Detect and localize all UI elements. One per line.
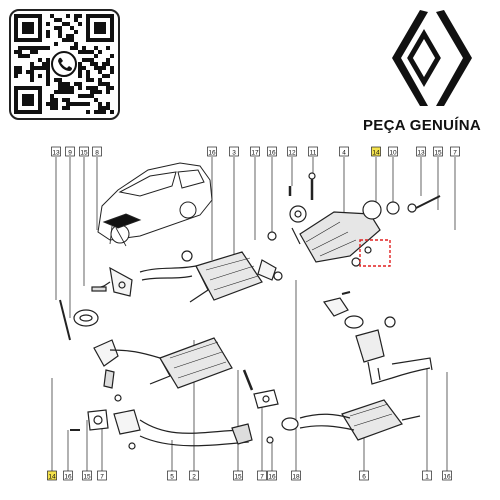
callout-box-top-8 [287,146,297,157]
callout-box-top-13 [416,146,426,157]
car-illustration [97,162,213,247]
callout-label: 15 [434,149,442,156]
callout-box-top-11 [371,146,381,157]
callout-box-top-5 [229,146,239,157]
callout-box-bottom-11 [422,470,432,481]
callout-box-top-3 [92,146,102,157]
qr-pattern [14,14,114,114]
callout-box-top-0 [51,146,61,157]
callout-box-bottom-1 [63,470,73,481]
callout-label: 7 [453,149,457,156]
callout-label: 3 [232,149,236,156]
callout-box-top-9 [308,146,318,157]
callout-box-top-4 [207,146,217,157]
callout-label: 14 [48,473,56,480]
callout-box-bottom-10 [359,470,369,481]
whatsapp-icon [51,51,77,77]
callout-label: 6 [362,473,366,480]
renault-diamond-logo [392,10,472,106]
callout-box-bottom-6 [233,470,243,481]
callout-box-bottom-8 [267,470,277,481]
callout-label: 5 [170,473,174,480]
callout-label: 14 [372,149,380,156]
callout-label: 16 [208,149,216,156]
callout-label: 7 [260,473,264,480]
callout-label: 7 [100,473,104,480]
callout-label: 2 [192,473,196,480]
callout-box-bottom-2 [97,470,107,481]
callout-box-bottom-9 [291,470,301,481]
callout-label: 15 [80,149,88,156]
callout-box-top-1 [65,146,75,157]
callout-label: 15 [234,473,242,480]
exhaust-front-pipe-lower [59,299,233,402]
callout-label: 17 [251,149,259,156]
callout-label: 13 [417,149,425,156]
callout-box-top-2 [79,146,89,157]
callout-label: 8 [95,149,99,156]
exhaust-manifold [267,172,441,267]
callout-label: 10 [389,149,397,156]
callout-label: 16 [268,473,276,480]
callout-box-top-12 [388,146,398,157]
highlight-box-14 [359,239,391,267]
callout-box-top-6 [250,146,260,157]
callout-label: 16 [64,473,72,480]
callout-box-bottom-12 [442,470,452,481]
callout-label: 9 [68,149,72,156]
callout-label: 12 [288,149,296,156]
callout-box-top-15 [450,146,460,157]
genuine-part-label: PEÇA GENUÍNA [362,117,482,134]
callout-label: 11 [310,149,317,156]
callout-box-top-14 [433,146,443,157]
callout-box-bottom-4 [167,470,177,481]
exhaust-bottom-pipe [70,271,283,450]
qr-code [9,9,120,120]
callout-box-bottom-3 [82,470,92,481]
callout-label: 4 [342,149,346,156]
callout-label: 18 [292,473,300,480]
callout-box-top-10 [339,146,349,157]
callout-box-bottom-0 [47,470,57,481]
callout-box-top-7 [267,146,277,157]
callout-label: 16 [268,149,276,156]
callout-label: 16 [443,473,451,480]
exhaust-rear-section [281,291,433,441]
callout-box-bottom-5 [189,470,199,481]
callout-box-bottom-7 [257,470,267,481]
callout-label: 1 [425,473,429,480]
callout-label: 13 [52,149,60,156]
exhaust-front-pipe-upper [91,250,277,303]
callout-label: 15 [83,473,91,480]
